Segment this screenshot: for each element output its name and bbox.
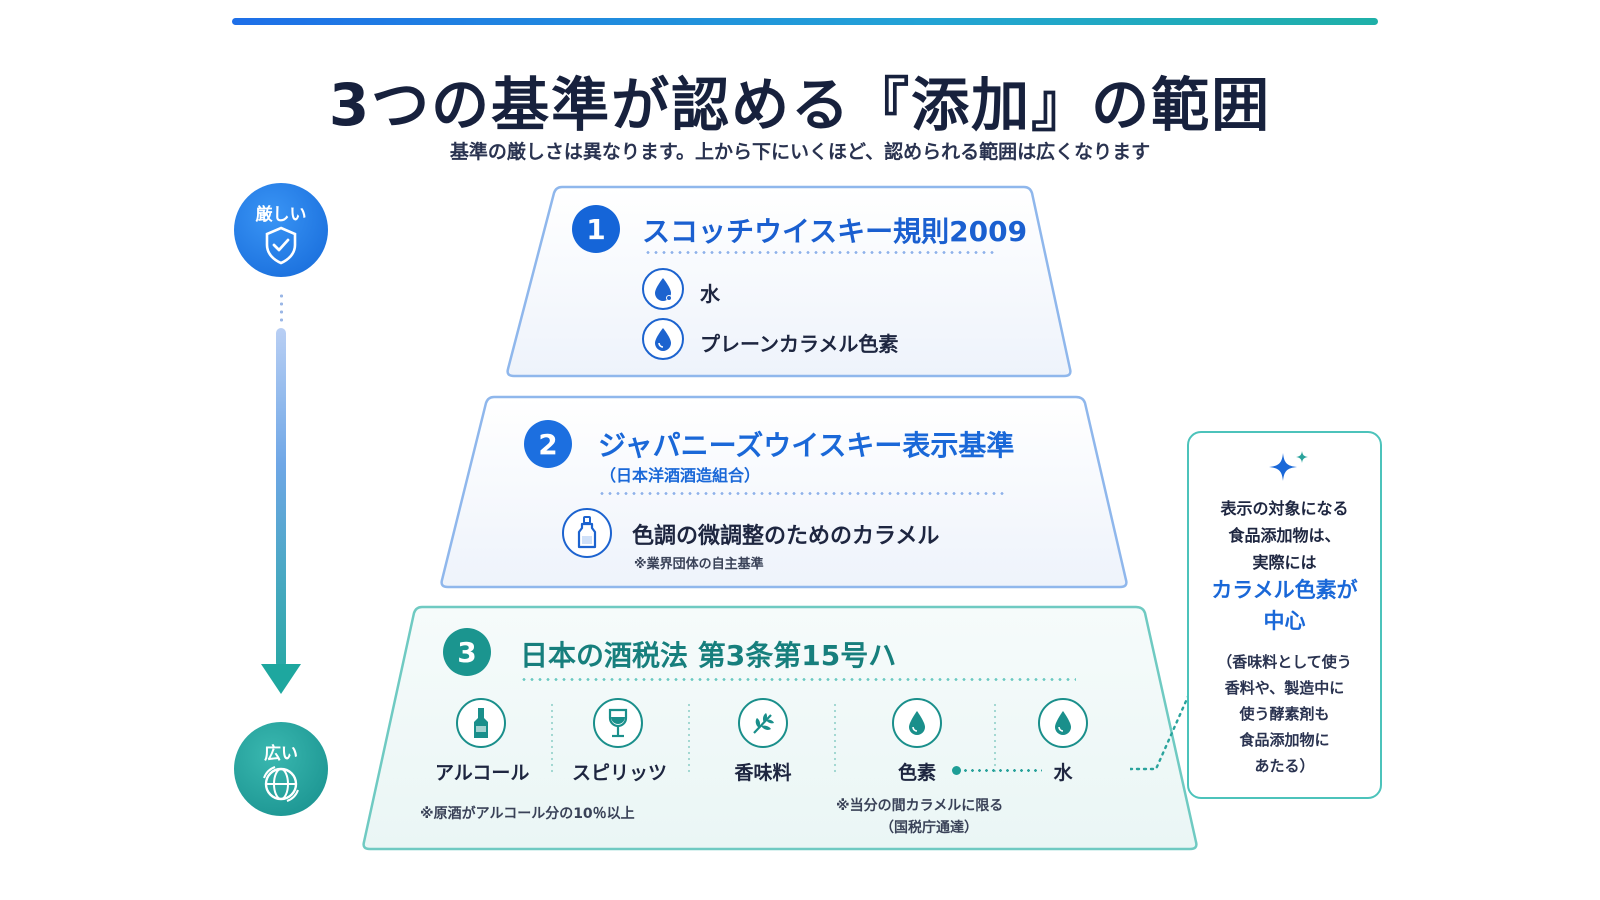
- wine-glass-icon: [608, 708, 628, 738]
- callout-sub-5: あたる）: [1254, 757, 1315, 775]
- tier-2-item-note: ※業界団体の自主基準: [634, 557, 764, 572]
- tier-1-item-2-icon-wrap: [642, 318, 684, 360]
- tier-2-title: ジャパニーズウイスキー表示基準: [598, 429, 1015, 462]
- color-water-link: [962, 769, 1042, 772]
- top-accent-bar: [232, 18, 1378, 25]
- strict-label: 厳しい: [255, 204, 307, 225]
- callout-line-3: 実際には: [1252, 553, 1317, 572]
- tier-3-item-2-icon-wrap: [593, 698, 643, 748]
- color-drop-icon: [909, 711, 925, 735]
- page-subtitle: 基準の厳しさは異なります。上から下にいくほど、認められる範囲は広くなります: [449, 141, 1151, 163]
- tier-3-item-5-icon-wrap: [1038, 698, 1088, 748]
- callout-highlight: カラメル色素が 中心: [1189, 575, 1380, 637]
- tier-3-item-3-label: 香味料: [734, 762, 792, 784]
- additive-callout: 表示の対象になる 食品添加物は、 実際には カラメル色素が 中心 （香味料として…: [1187, 431, 1382, 799]
- callout-sub-4: 食品添加物に: [1239, 731, 1330, 749]
- tier-3-item-3-icon-wrap: [738, 698, 788, 748]
- tier-3-item-4-icon-wrap: [892, 698, 942, 748]
- tier-2-divider: [598, 492, 1008, 495]
- color-water-link-start: [952, 766, 961, 775]
- tier-3-note-right-1: ※当分の間カラメルに限る: [836, 798, 1004, 814]
- tier-3-number: 3: [443, 628, 491, 676]
- tier-2-item-icon-wrap: [562, 508, 612, 558]
- tier-3-item-2-label: スピリッツ: [572, 762, 668, 784]
- wide-label: 広い: [264, 743, 298, 764]
- tier-3-note-left: ※原酒がアルコール分の10％以上: [420, 806, 635, 822]
- water-drop-icon: [1055, 711, 1071, 735]
- wide-badge: 広い: [234, 722, 328, 816]
- scale-dots: [280, 292, 283, 322]
- callout-sub-3: 使う酵素剤も: [1239, 705, 1330, 723]
- scale-arrow-shaft: [276, 328, 286, 668]
- callout-highlight-2: 中心: [1263, 609, 1306, 633]
- tier-1-item-2-label: プレーンカラメル色素: [700, 332, 899, 356]
- dropper-bottle-icon: [577, 516, 597, 549]
- scale-arrow-head: [261, 664, 301, 694]
- tier-3-item-1-icon-wrap: [456, 698, 506, 748]
- strict-badge: 厳しい: [234, 183, 328, 277]
- callout-sub-2: 香料や、製造中に: [1224, 679, 1345, 697]
- tier-3-item-1-label: アルコール: [435, 762, 530, 784]
- tier-1-item-1-icon-wrap: [642, 268, 684, 310]
- tier-1-item-1-label: 水: [700, 282, 720, 306]
- tier-1-divider: [644, 251, 994, 254]
- tier-3-separator-4: [994, 702, 996, 776]
- tier-3-divider: [520, 678, 1076, 681]
- tier-3-item-5-label: 水: [1053, 762, 1073, 784]
- tier-3-note-right-2: （国税庁通達）: [880, 820, 978, 836]
- bottle-icon: [474, 708, 488, 738]
- drop-icon: [655, 328, 671, 351]
- shield-check-icon: [265, 226, 297, 264]
- callout-highlight-1: カラメル色素が: [1211, 578, 1358, 602]
- tier-1-number: 1: [572, 205, 620, 253]
- tier-1-title: スコッチウイスキー規則2009: [642, 215, 1028, 248]
- callout-line-2: 食品添加物は、: [1228, 526, 1341, 545]
- sparkle-icon: [1269, 451, 1308, 481]
- water-drop-icon: [655, 278, 672, 301]
- tier-3-separator-1: [551, 702, 553, 776]
- callout-sub-1: （香味料として使う: [1217, 653, 1352, 671]
- globe-icon: [263, 765, 299, 802]
- page-title: 3つの基準が認める『添加』の範囲: [328, 71, 1272, 139]
- tier-3-separator-2: [688, 702, 690, 776]
- callout-connector: [1130, 690, 1192, 771]
- callout-main-text: 表示の対象になる 食品添加物は、 実際には: [1189, 495, 1380, 576]
- tier-2-subtitle: （日本洋酒酒造組合）: [600, 466, 761, 485]
- tier-2-number: 2: [524, 420, 572, 468]
- callout-sub-text: （香味料として使う 香料や、製造中に 使う酵素剤も 食品添加物に あたる）: [1189, 649, 1380, 779]
- tier-3-separator-3: [834, 702, 836, 776]
- herb-leaf-icon: [753, 713, 774, 734]
- tier-3-item-4-label: 色素: [897, 762, 936, 784]
- callout-line-1: 表示の対象になる: [1220, 499, 1349, 518]
- tier-2-item-label: 色調の微調整のためのカラメル: [632, 524, 940, 549]
- tier-3-title: 日本の酒税法 第3条第15号ハ: [520, 639, 897, 672]
